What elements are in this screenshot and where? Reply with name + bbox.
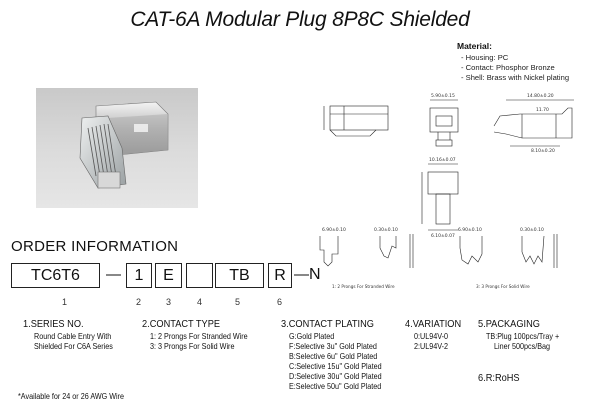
dim-body-length: 8.10±0.20 <box>531 148 555 154</box>
code-packaging: TB <box>215 263 264 288</box>
plating-line-1: G:Gold Plated <box>289 331 335 341</box>
plating-line-6: E:Selective 50u" Gold Plated <box>289 381 382 391</box>
contact-type-heading: 2.CONTACT TYPE <box>142 318 221 330</box>
dim-contact-2: 0.30±0.10 <box>374 227 398 233</box>
code-separator-1: — <box>106 266 121 283</box>
code-series: TC6T6 <box>11 263 100 288</box>
code-separator-2: — <box>294 266 309 283</box>
code-rohs: R <box>268 263 292 288</box>
code-contact-type: 1 <box>126 263 152 288</box>
dim-front-width: 5.90±0.15 <box>431 93 455 99</box>
technical-drawing: 14.80±0.20 5.90±0.15 8.10±0.20 11.70 10.… <box>319 93 574 289</box>
dim-contact-3: 6.90±0.10 <box>458 227 482 233</box>
plating-line-3: B:Selective 6u" Gold Plated <box>289 351 378 361</box>
position-number-1: 1 <box>62 297 68 307</box>
dim-bottom-width: 10.16±0.07 <box>429 157 456 163</box>
packaging-heading: 5.PACKAGING <box>478 318 540 330</box>
order-information-heading: ORDER INFORMATION <box>11 238 179 255</box>
caption-solid: 3: 3 Prongs For Solid Wire <box>476 284 530 289</box>
caption-stranded: 1: 2 Prongs For Stranded Wire <box>332 284 395 289</box>
dim-bottom-inner: 6.10±0.07 <box>431 233 455 239</box>
dim-contact-4: 0.30±0.10 <box>520 227 544 233</box>
material-heading: Material: <box>457 41 492 51</box>
series-heading: 1.SERIES NO. <box>23 318 84 330</box>
plating-heading: 3.CONTACT PLATING <box>281 318 374 330</box>
material-shell: - Shell: Brass with Nickel plating <box>461 73 570 82</box>
position-number-2: 2 <box>136 297 142 307</box>
position-number-5: 5 <box>235 297 241 307</box>
plating-line-5: D:Selective 30u" Gold Plated <box>289 371 382 381</box>
dim-contact-1: 6.90±0.10 <box>322 227 346 233</box>
dim-latch: 11.70 <box>536 107 549 113</box>
footnote: *Available for 24 or 26 AWG Wire <box>18 392 125 401</box>
variation-line-2: 2:UL94V-2 <box>414 341 449 351</box>
packaging-line-2: Liner 500pcs/Bag <box>494 341 551 351</box>
material-contact: - Contact: Phosphor Bronze <box>461 63 555 72</box>
code-variation <box>186 263 213 288</box>
rohs-heading: 6.R:RoHS <box>478 372 520 384</box>
variation-line-1: 0:UL94V-0 <box>414 331 449 341</box>
dim-overall-length: 14.80±0.20 <box>527 93 554 99</box>
position-number-4: 4 <box>197 297 203 307</box>
series-line-1: Round Cable Entry With <box>34 331 112 341</box>
code-plating: E <box>155 263 182 288</box>
variation-heading: 4.VARIATION <box>405 318 462 330</box>
plating-line-4: C:Selective 15u" Gold Plated <box>289 361 382 371</box>
contact-type-line-2: 3: 3 Prongs For Solid Wire <box>150 341 235 351</box>
rj45-plug-illustration <box>79 101 169 189</box>
plating-line-2: F:Selective 3u" Gold Plated <box>289 341 377 351</box>
page-title: CAT-6A Modular Plug 8P8C Shielded <box>130 8 470 31</box>
product-photo <box>36 88 198 208</box>
code-suffix: N <box>309 266 321 283</box>
series-line-2: Shielded For C6A Series <box>34 341 113 351</box>
contact-type-line-1: 1: 2 Prongs For Stranded Wire <box>150 331 248 341</box>
packaging-line-1: TB:Plug 100pcs/Tray + <box>486 331 560 341</box>
position-number-6: 6 <box>277 297 283 307</box>
position-number-3: 3 <box>166 297 172 307</box>
material-housing: - Housing: PC <box>461 53 509 62</box>
